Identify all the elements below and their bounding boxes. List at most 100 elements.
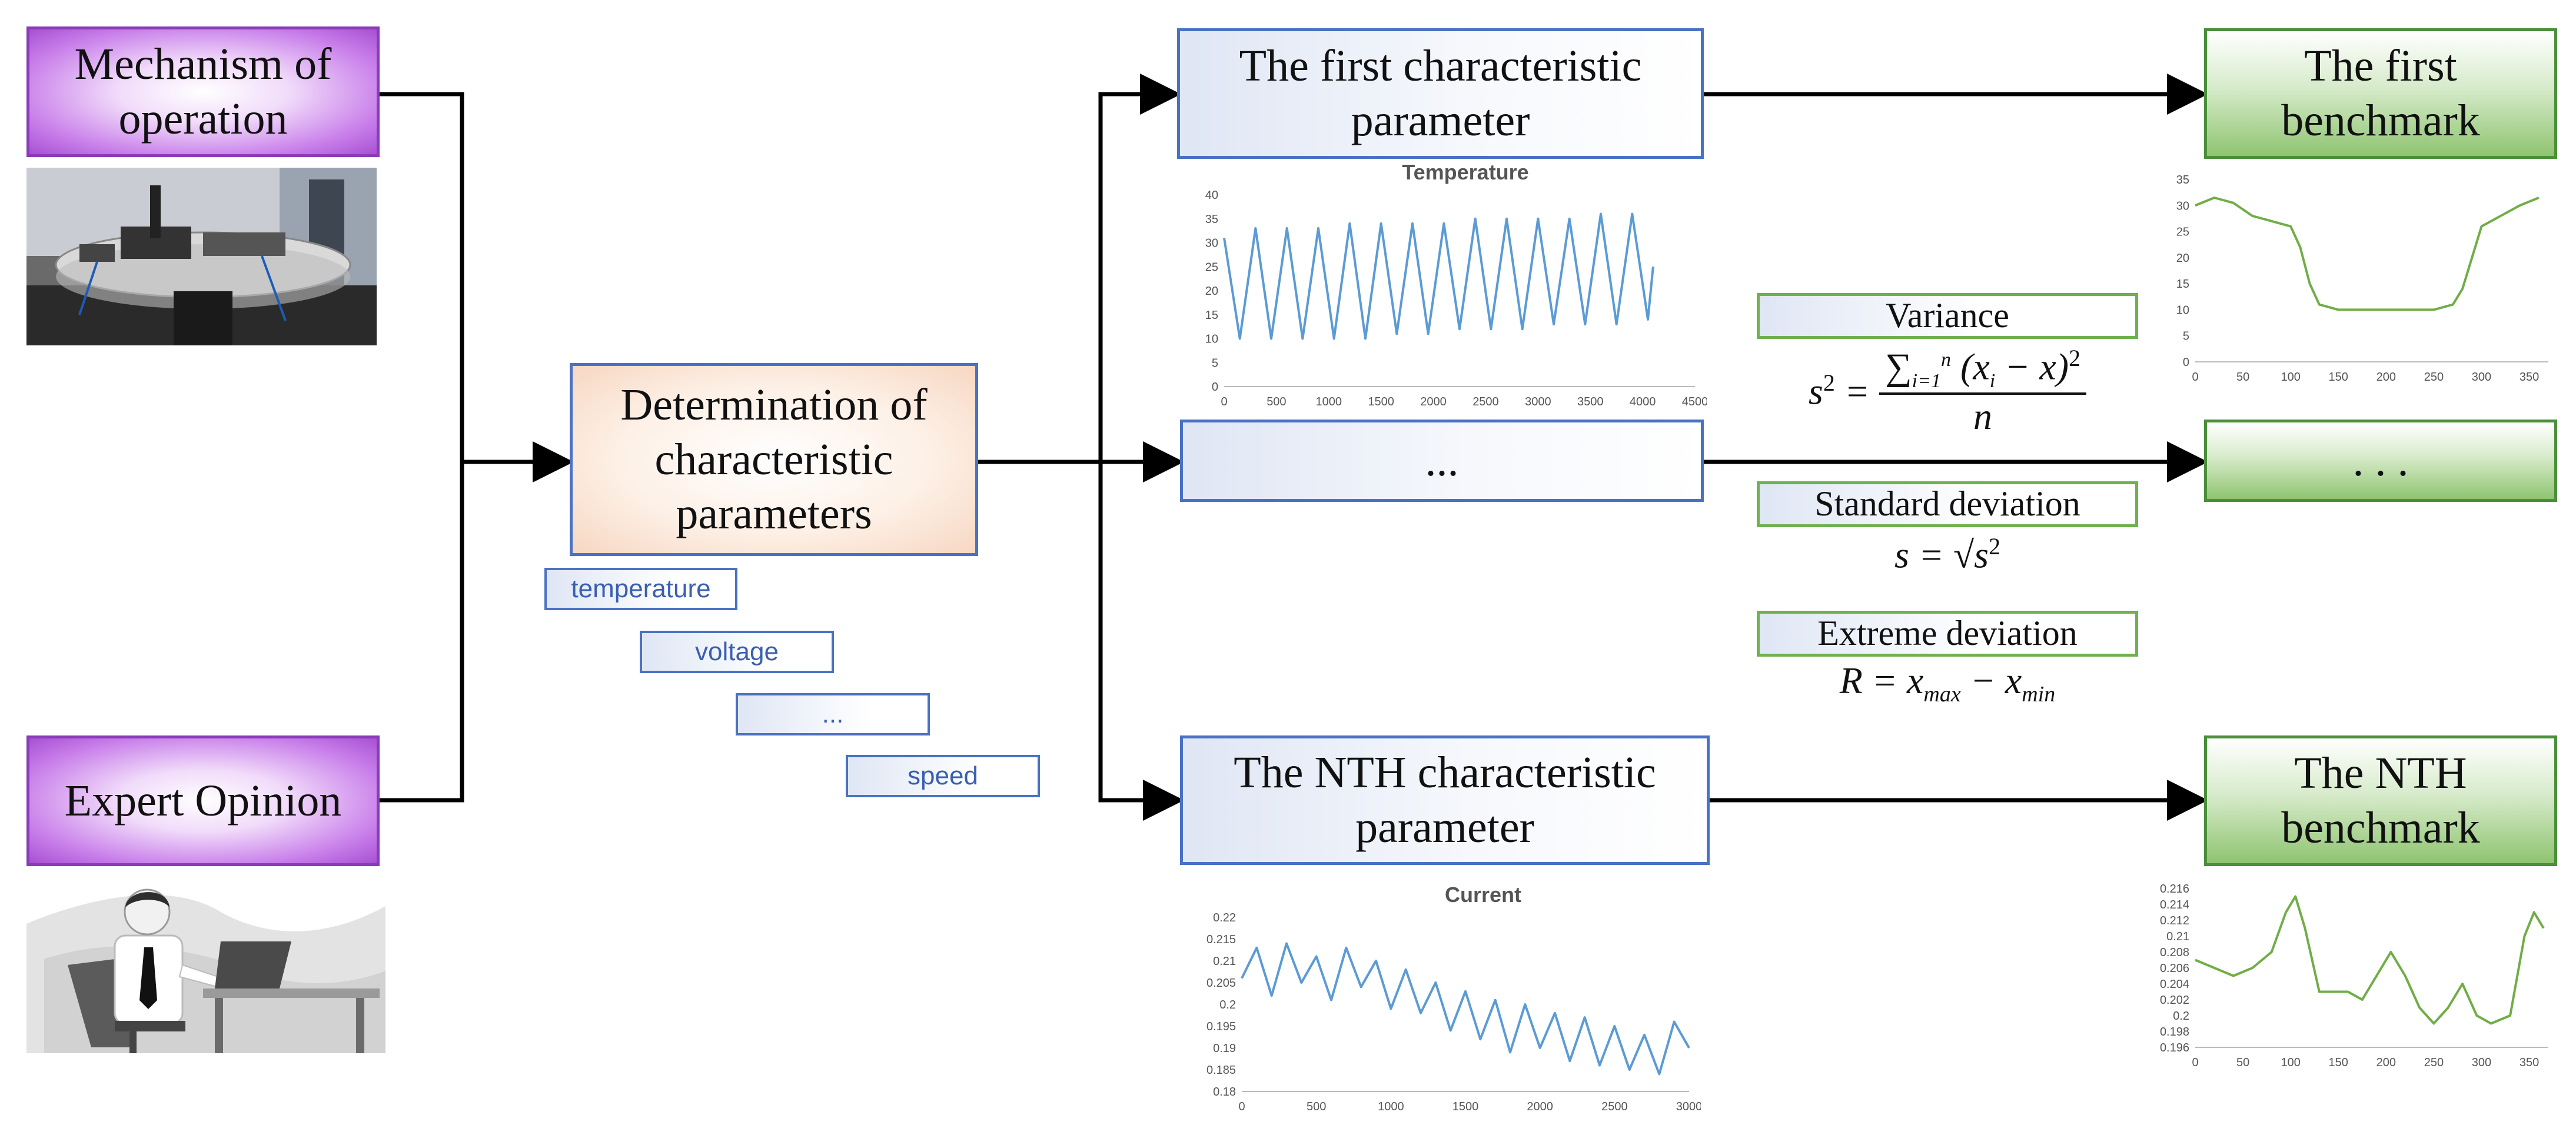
benchmark-first-x-tick: 300 — [2472, 371, 2491, 384]
current-x-tick: 0 — [1238, 1100, 1245, 1113]
temperature-y-tick: 5 — [1212, 357, 1218, 370]
connector-expert — [380, 462, 464, 803]
benchmark-nth-x-tick: 100 — [2281, 1056, 2300, 1069]
turntable-photo — [26, 168, 377, 345]
temperature-x-tick: 1000 — [1316, 395, 1342, 408]
variance-label-box: Variance — [1757, 293, 2138, 339]
temperature-x-tick: 3500 — [1577, 395, 1604, 408]
current-x-tick: 3000 — [1676, 1100, 1701, 1113]
benchmark-first-x-tick: 50 — [2236, 371, 2249, 384]
temperature-y-tick: 20 — [1205, 285, 1218, 298]
temperature-x-tick: 500 — [1267, 395, 1286, 408]
benchmark-first-y-tick: 30 — [2176, 199, 2189, 212]
benchmark-nth-x-tick: 300 — [2472, 1056, 2491, 1069]
current-y-tick: 0.205 — [1206, 977, 1236, 990]
temperature-y-tick: 35 — [1205, 213, 1218, 226]
benchmark-first-y-tick: 0 — [2183, 356, 2189, 369]
benchmark-first-y-tick: 10 — [2176, 304, 2189, 317]
extreme-deviation-formula: R = xmax − xmin — [1839, 660, 2056, 707]
temperature-y-tick: 10 — [1205, 333, 1218, 346]
current-y-tick: 0.18 — [1213, 1086, 1236, 1099]
benchmark-nth-y-tick: 0.2 — [2173, 1010, 2189, 1023]
benchmark-nth-x-tick: 350 — [2520, 1056, 2539, 1069]
benchmark-nth-y-tick: 0.204 — [2160, 978, 2189, 991]
temperature-y-tick: 30 — [1205, 237, 1218, 250]
current-x-tick: 1000 — [1378, 1100, 1404, 1113]
current-y-tick: 0.21 — [1213, 955, 1236, 968]
benchmark-nth-y-tick: 0.198 — [2160, 1026, 2189, 1039]
temperature-x-tick: 4000 — [1630, 395, 1656, 408]
benchmark-first-y-tick: 5 — [2183, 330, 2189, 343]
benchmark-nth-x-tick: 50 — [2236, 1056, 2249, 1069]
benchmark-first-x-tick: 200 — [2376, 371, 2396, 384]
current-x-tick: 2500 — [1601, 1100, 1628, 1113]
benchmark-nth-y-tick: 0.206 — [2160, 962, 2189, 975]
benchmark-nth-x-tick: 250 — [2424, 1056, 2444, 1069]
determination-box: Determination of characteristic paramete… — [570, 363, 978, 556]
benchmark-nth-y-tick: 0.21 — [2166, 930, 2189, 943]
temperature-x-tick: 2000 — [1420, 395, 1447, 408]
current-y-tick: 0.185 — [1206, 1064, 1236, 1077]
current-chart-title: Current — [1444, 883, 1521, 907]
benchmark-nth-y-tick: 0.216 — [2160, 883, 2189, 896]
temperature-y-tick: 0 — [1212, 381, 1218, 394]
temperature-x-tick: 2500 — [1473, 395, 1499, 408]
benchmark-first-y-tick: 35 — [2176, 174, 2189, 187]
extreme-deviation-label-box: Extreme deviation — [1757, 611, 2138, 657]
benchmark-first-x-tick: 350 — [2520, 371, 2539, 384]
benchmark-first-y-tick: 15 — [2176, 278, 2189, 291]
benchmark-nth-y-tick: 0.202 — [2160, 994, 2189, 1007]
current-y-tick: 0.215 — [1206, 933, 1236, 946]
benchmark-first-series-line — [2195, 197, 2540, 311]
nth-parameter-box: The NTH characteristic parameter — [1180, 735, 1710, 865]
current-y-tick: 0.19 — [1213, 1042, 1236, 1055]
current-x-tick: 500 — [1307, 1100, 1326, 1113]
benchmark-nth-x-tick: 0 — [2192, 1056, 2198, 1069]
temperature-chart-title: Temperature — [1402, 160, 1529, 184]
benchmark-first-x-tick: 100 — [2281, 371, 2300, 384]
temperature-x-tick: 1500 — [1368, 395, 1394, 408]
temperature-x-tick: 4500 — [1682, 395, 1707, 408]
temperature-y-tick: 25 — [1205, 261, 1218, 274]
variance-formula: s2 = ∑i=1n (xi − x)2 n — [1757, 344, 2138, 438]
benchmark-first-x-tick: 250 — [2424, 371, 2444, 384]
current-y-tick: 0.22 — [1213, 911, 1236, 924]
current-y-tick: 0.195 — [1206, 1020, 1236, 1033]
temperature-series-line — [1223, 212, 1654, 340]
benchmark-first-y-tick: 20 — [2176, 252, 2189, 265]
tag-speed: speed — [846, 755, 1040, 797]
benchmark-nth-y-tick: 0.214 — [2160, 898, 2189, 911]
mechanism-of-operation-box: Mechanism of operation — [26, 26, 380, 157]
first-benchmark-box: The first benchmark — [2204, 28, 2557, 159]
temperature-chart: Temperature 0 500 1000 1500 2000 2500 3000 3500… — [1183, 160, 1707, 413]
benchmark-first-x-tick: 150 — [2329, 371, 2348, 384]
current-series-line — [1241, 942, 1690, 1076]
nth-benchmark-chart-svg: 0 50 100 150 200 250 300 350 0.196 0.198 0.2 0.202 0… — [2160, 883, 2548, 1069]
connector-mechanism — [380, 92, 464, 462]
middle-benchmark-box: . . . — [2204, 420, 2557, 502]
businessman-laptop-illustration — [26, 871, 385, 1053]
expert-opinion-box: Expert Opinion — [26, 735, 380, 866]
temperature-y-tick: 15 — [1205, 309, 1218, 322]
nth-benchmark-box: The NTH benchmark — [2204, 735, 2557, 866]
current-x-tick: 2000 — [1527, 1100, 1553, 1113]
tag-voltage: voltage — [640, 631, 834, 673]
temperature-x-tick: 3000 — [1525, 395, 1551, 408]
current-y-tick: 0.2 — [1219, 998, 1236, 1011]
std-deviation-label-box: Standard deviation — [1757, 481, 2138, 527]
branch-nth — [1098, 462, 1184, 821]
benchmark-nth-series-line — [2195, 895, 2545, 1025]
benchmark-nth-x-tick: 150 — [2329, 1056, 2348, 1069]
tag-ellipsis: ... — [736, 693, 930, 735]
benchmark-first-y-tick: 25 — [2176, 226, 2189, 239]
benchmark-nth-y-tick: 0.212 — [2160, 914, 2189, 927]
temperature-x-tick: 0 — [1221, 395, 1227, 408]
benchmark-nth-y-tick: 0.208 — [2160, 946, 2189, 959]
benchmark-nth-y-tick: 0.196 — [2160, 1041, 2189, 1054]
tag-temperature: temperature — [544, 568, 737, 610]
benchmark-nth-x-tick: 200 — [2376, 1056, 2396, 1069]
